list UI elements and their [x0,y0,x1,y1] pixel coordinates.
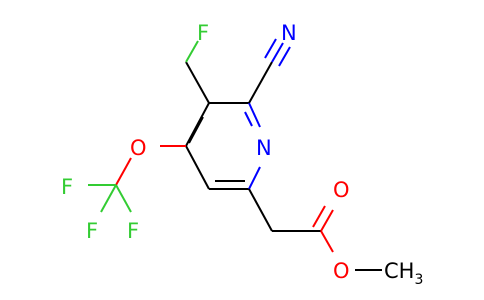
bond-c2-cn [248,61,273,104]
ring-nitrogen: N [256,136,272,160]
carbonyl-oxygen: O [333,178,350,202]
bond-cn-triple-1 [271,42,284,63]
bond-c-o-double-2 [312,205,326,228]
cf3-fluorine-1: F [61,175,73,199]
bond-n1-c2-inner [244,111,253,127]
bond-o-cf3 [115,157,132,186]
bond-c3-ch2 [185,61,210,104]
bond-c-o-double-1 [320,209,334,232]
cf3-fluorine-2: F [86,219,98,243]
ester-oxygen: O [333,259,350,283]
methyl-subscript: 3 [414,272,423,288]
bond-cn-triple-3 [278,46,291,67]
bond-cf3-f3 [115,184,132,213]
bond-cn-triple-2 [264,38,277,59]
cf3-fluorine-3: F [127,219,139,243]
nitrile-nitrogen: N [281,21,297,45]
bond-c4-c5 [185,145,210,190]
bond-c3-c4-inner [188,116,204,144]
bond-c6-ch2 [248,188,273,232]
methyl-group: CH3 [384,259,423,288]
methyl-label: CH [384,259,414,283]
fluoromethyl-fluorine: F [197,21,209,45]
bond-c3-c4 [185,102,210,147]
bond-cf3-f2 [100,184,117,213]
bond-c6-n1 [248,166,261,190]
bond-c-oester [320,230,334,253]
bond-ch2-f [185,40,199,63]
ether-oxygen: O [130,136,147,160]
bond-n1-c2 [248,102,261,128]
